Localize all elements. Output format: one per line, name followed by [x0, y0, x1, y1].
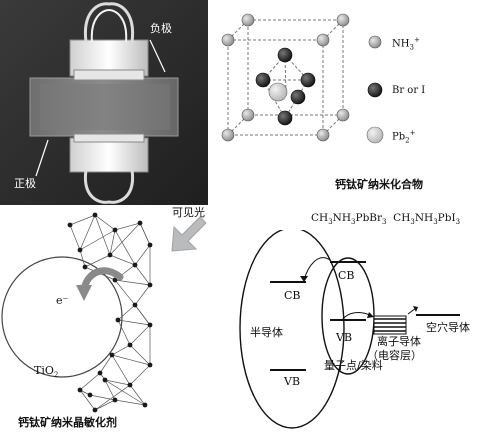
nanocrystal-panel: 可见光 e⁻ TiO2 钙钛矿纳米晶敏化剂 — [0, 205, 230, 432]
dot-vb-label: VB — [336, 331, 353, 344]
band-diagram: CB VB 半导体 CB VB 量子点/染料 离子导体 （电容层） 空穴导体 — [230, 230, 499, 432]
perovskite-formulas: CH3NH3PbBr3 CH3NH3PbI3 — [311, 212, 461, 227]
quantum-dot-label: 量子点/染料 — [324, 359, 383, 372]
legend-nh3-label: NH3+ — [392, 36, 420, 52]
crystal-structure: NH3+ Br or I Pb2+ 钙钛矿纳米化合物 — [208, 0, 499, 205]
capacitor-layer-label: （电容层） — [367, 349, 422, 362]
semiconductor-label: 半导体 — [250, 326, 283, 339]
legend-pb-label: Pb2+ — [392, 129, 416, 145]
device-photo: 负极 正极 — [0, 0, 208, 205]
crystal-caption: 钙钛矿纳米化合物 — [335, 178, 423, 191]
semiconductor-vb-label: VB — [284, 375, 301, 388]
electron-label: e⁻ — [56, 294, 69, 307]
semiconductor-cb-label: CB — [284, 289, 301, 302]
dot-cb-label: CB — [338, 269, 355, 282]
hole-conductor-label: 空穴导体 — [426, 321, 470, 334]
nanocrystal-caption: 钙钛矿纳米晶敏化剂 — [18, 416, 117, 429]
negative-electrode-label: 负极 — [150, 22, 172, 35]
visible-light-label: 可见光 — [172, 206, 205, 219]
legend-halide-label: Br or I — [392, 85, 426, 96]
positive-electrode-label: 正极 — [14, 177, 36, 190]
ionic-conductor-label: 离子导体 — [377, 335, 421, 348]
tio2-label: TiO2 — [34, 364, 59, 380]
